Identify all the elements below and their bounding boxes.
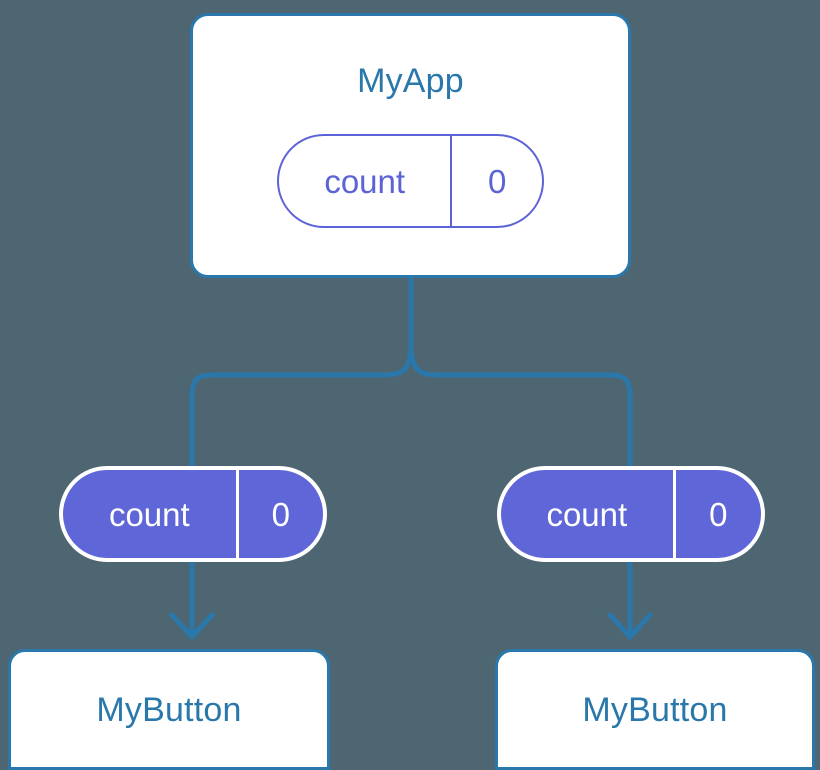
left-state-value: 0 [235, 470, 323, 558]
arrow-head-left [169, 612, 215, 640]
fork-connector-right [408, 344, 633, 470]
right-state-key: count [546, 495, 628, 533]
left-button-component-box[interactable]: MyButton [8, 649, 330, 770]
app-component-title: MyApp [357, 62, 464, 100]
right-button-component-box[interactable]: MyButton [495, 649, 815, 770]
app-state-value: 0 [450, 136, 542, 226]
right-button-component-title: MyButton [582, 691, 728, 729]
left-state-key: count [108, 495, 190, 533]
right-state-value: 0 [672, 470, 761, 558]
fork-connector-left [189, 344, 414, 470]
arrow-head-right [607, 612, 653, 640]
right-state-pill[interactable]: count 0 [497, 466, 765, 562]
app-state-pill[interactable]: count 0 [277, 134, 544, 228]
app-state-key: count [324, 162, 406, 200]
left-button-component-title: MyButton [96, 691, 242, 729]
left-state-pill[interactable]: count 0 [59, 466, 327, 562]
